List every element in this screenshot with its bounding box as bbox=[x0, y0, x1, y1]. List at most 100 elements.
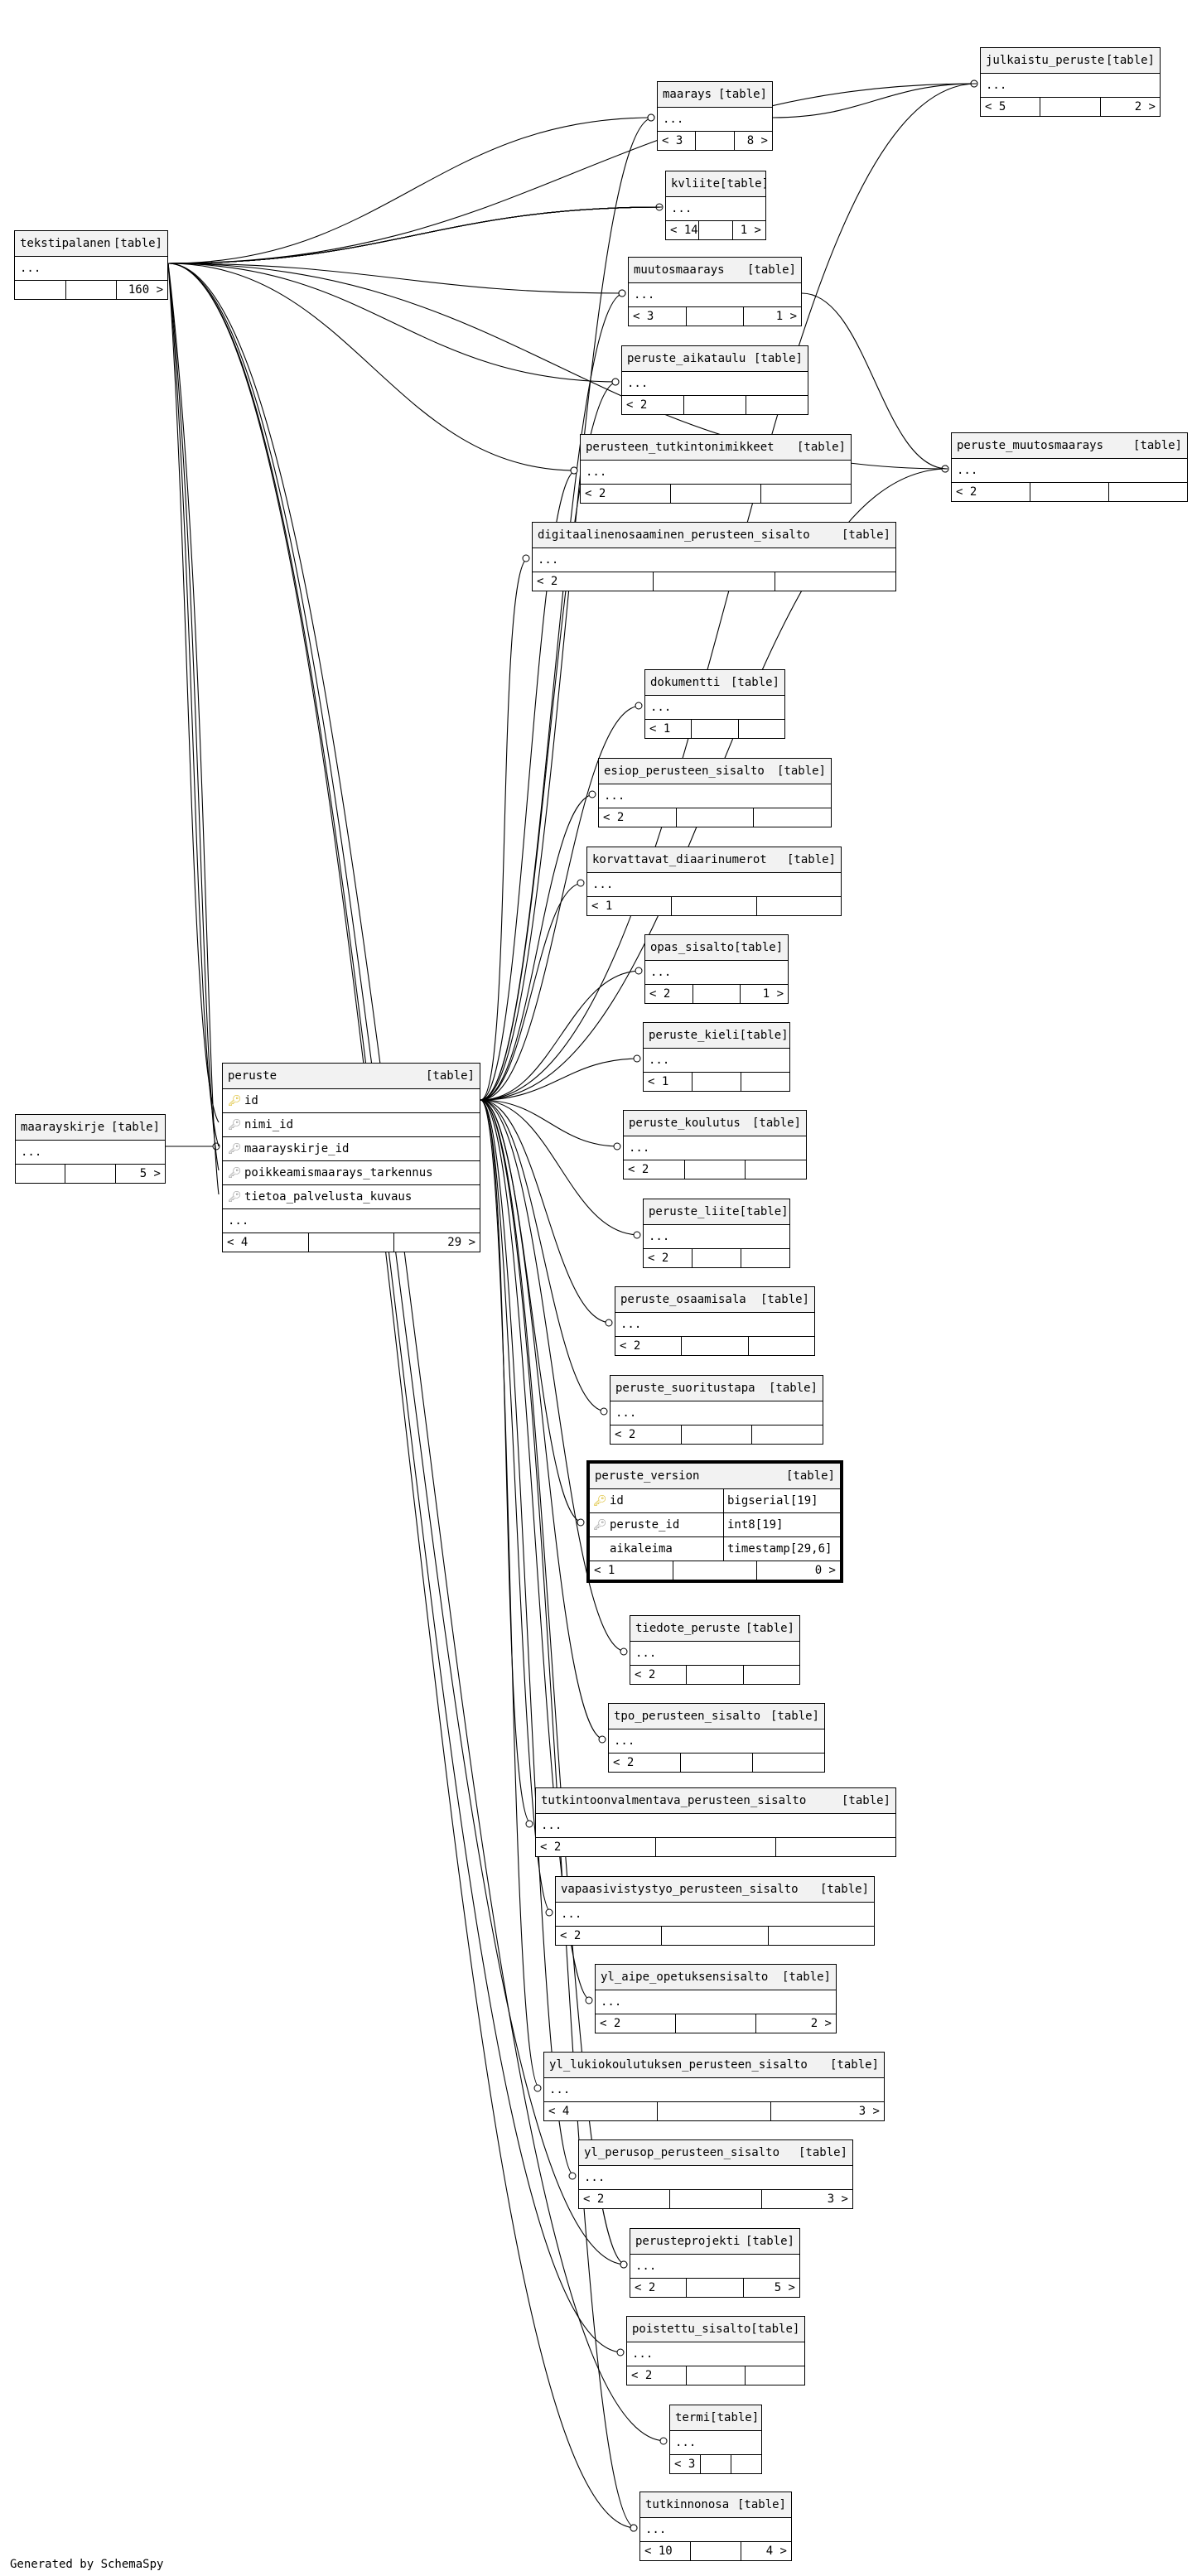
cardinality-marker bbox=[577, 1518, 585, 1527]
relationship-line bbox=[801, 292, 948, 470]
footer-blank bbox=[673, 1561, 756, 1580]
relationship-line bbox=[480, 1099, 576, 2177]
table-header: yl_aipe_opetuksensisalto[table] bbox=[596, 1965, 836, 1990]
table-name: maarays bbox=[663, 88, 712, 101]
table-peruste_osaamisala[interactable]: peruste_osaamisala[table]...< 2 bbox=[615, 1286, 815, 1356]
relationship-line bbox=[480, 1099, 627, 1652]
table-tag: [table] bbox=[768, 1382, 818, 1395]
footer-blank bbox=[685, 307, 744, 326]
generated-by-footer: Generated by SchemaSpy bbox=[10, 2558, 164, 2571]
child-count: 3 > bbox=[770, 2102, 884, 2120]
table-tag: [table] bbox=[819, 1883, 869, 1896]
collapsed-columns: ... bbox=[629, 283, 801, 307]
table-name: maarayskirje bbox=[21, 1121, 105, 1134]
relationship-line bbox=[167, 206, 663, 264]
relationship-line bbox=[480, 1099, 612, 1324]
cardinality-marker bbox=[577, 879, 585, 887]
table-footer: < 1 0 > bbox=[590, 1561, 840, 1580]
table-header: peruste_version [table] bbox=[590, 1464, 840, 1489]
table-name: tutkintoonvalmentava_perusteen_sisalto bbox=[541, 1794, 807, 1807]
collapsed-columns: ... bbox=[596, 1990, 836, 2014]
table-name: peruste_kieli bbox=[649, 1029, 740, 1042]
table-header: peruste_koulutus[table] bbox=[624, 1111, 806, 1136]
table-name: termi bbox=[675, 2411, 711, 2424]
relationship-line bbox=[480, 1099, 640, 1236]
cardinality-marker bbox=[605, 1319, 613, 1327]
table-tiedote_peruste[interactable]: tiedote_peruste[table]...< 2 bbox=[630, 1615, 800, 1685]
collapsed-columns: ... bbox=[533, 548, 895, 572]
table-korvattavat_diaarinumerot[interactable]: korvattavat_diaarinumerot[table]...< 1 bbox=[586, 847, 842, 916]
table-header: korvattavat_diaarinumerot[table] bbox=[587, 847, 841, 873]
table-poistettu_sisalto[interactable]: poistettu_sisalto[table]...< 2 bbox=[626, 2316, 805, 2385]
table-yl_perusop_perusteen_sisalto[interactable]: yl_perusop_perusteen_sisalto[table]...< … bbox=[578, 2139, 853, 2209]
table-dokumentti[interactable]: dokumentti[table]...< 1 bbox=[644, 669, 785, 739]
footer-blank bbox=[1040, 98, 1099, 116]
relationship-line bbox=[480, 1099, 541, 2089]
parent-count: < 3 bbox=[633, 310, 654, 323]
table-header: peruste_kieli[table] bbox=[644, 1023, 789, 1049]
parent-count: < 3 bbox=[662, 134, 683, 147]
table-peruste_muutosmaarays[interactable]: peruste_muutosmaarays[table]...< 2 bbox=[951, 432, 1188, 502]
collapsed-columns: ... bbox=[16, 1141, 165, 1165]
parent-count: < 1 bbox=[591, 900, 613, 913]
table-peruste_koulutus[interactable]: peruste_koulutus[table]...< 2 bbox=[623, 1110, 807, 1179]
column-type: int8[19] bbox=[727, 1518, 784, 1532]
table-name: vapaasivistystyo_perusteen_sisalto bbox=[561, 1883, 799, 1896]
relationship-line bbox=[480, 83, 977, 1101]
table-peruste_kieli[interactable]: peruste_kieli[table]...< 1 bbox=[643, 1022, 790, 1092]
relationship-line bbox=[480, 381, 619, 1101]
table-header: yl_perusop_perusteen_sisalto[table] bbox=[579, 2140, 852, 2166]
table-peruste[interactable]: peruste [table] 🔑︎id🔑︎nimi_id🔑︎maarayski… bbox=[222, 1063, 480, 1252]
table-name: poistettu_sisalto bbox=[632, 2323, 751, 2336]
table-peruste_aikataulu[interactable]: peruste_aikataulu[table]...< 2 bbox=[621, 345, 808, 415]
table-maarayskirje[interactable]: maarayskirje[table]...5 > bbox=[15, 1114, 166, 1184]
footer-blank bbox=[675, 2014, 755, 2033]
cardinality-marker bbox=[633, 1231, 641, 1239]
column-row: 🔑︎tietoa_palvelusta_kuvaus bbox=[223, 1185, 480, 1209]
table-name: perusteprojekti bbox=[635, 2235, 741, 2248]
table-tag: [table] bbox=[798, 2146, 847, 2159]
table-peruste_liite[interactable]: peruste_liite[table]...< 2 bbox=[643, 1199, 790, 1268]
table-tag: [table] bbox=[760, 1293, 809, 1306]
table-name: kvliite bbox=[671, 177, 721, 191]
footer-blank bbox=[661, 1927, 767, 1945]
table-digitaalinenosaaminen_perusteen_sisalto[interactable]: digitaalinenosaaminen_perusteen_sisalto[… bbox=[532, 522, 896, 591]
table-perusteen_tutkintonimikkeet[interactable]: perusteen_tutkintonimikkeet[table]...< 2 bbox=[580, 434, 852, 504]
collapsed-columns: ... bbox=[644, 1049, 789, 1073]
child-count bbox=[1108, 483, 1187, 501]
footer-blank bbox=[691, 720, 737, 738]
parent-count: < 2 bbox=[540, 1840, 562, 1854]
table-tpo_perusteen_sisalto[interactable]: tpo_perusteen_sisalto[table]...< 2 bbox=[608, 1703, 825, 1773]
parent-count bbox=[16, 1165, 65, 1183]
table-peruste_suoritustapa[interactable]: peruste_suoritustapa[table]...< 2 bbox=[610, 1375, 823, 1445]
relationship-line bbox=[167, 263, 637, 2529]
relationship-line bbox=[167, 263, 624, 2353]
table-vapaasivistystyo_perusteen_sisalto[interactable]: vapaasivistystyo_perusteen_sisalto [table… bbox=[555, 1876, 875, 1946]
column-name: poikkeamismaarays_tarkennus bbox=[244, 1166, 433, 1179]
table-header: julkaistu_peruste[table] bbox=[981, 48, 1160, 74]
table-footer: < 2 bbox=[952, 483, 1187, 501]
table-tutkintoonvalmentava_perusteen_sisalto[interactable]: tutkintoonvalmentava_perusteen_sisalto[t… bbox=[535, 1787, 896, 1857]
column-name: peruste_id bbox=[610, 1518, 680, 1532]
parent-count: < 2 bbox=[583, 2192, 605, 2206]
table-name: yl_lukiokoulutuksen_perusteen_sisalto bbox=[549, 2058, 808, 2072]
relationship-line bbox=[480, 1099, 607, 1412]
table-esiop_perusteen_sisalto[interactable]: esiop_perusteen_sisalto[table]...< 2 bbox=[598, 758, 832, 827]
cardinality-marker bbox=[618, 289, 626, 297]
relationship-line bbox=[167, 117, 654, 264]
table-tekstipalanen[interactable]: tekstipalanen[table]...160 > bbox=[14, 230, 168, 300]
cardinality-marker bbox=[633, 1054, 641, 1063]
table-yl_lukiokoulutuksen_perusteen_sisalto[interactable]: yl_lukiokoulutuksen_perusteen_sisalto[ta… bbox=[543, 2052, 885, 2121]
table-termi[interactable]: termi[table]...< 3 bbox=[669, 2405, 762, 2474]
